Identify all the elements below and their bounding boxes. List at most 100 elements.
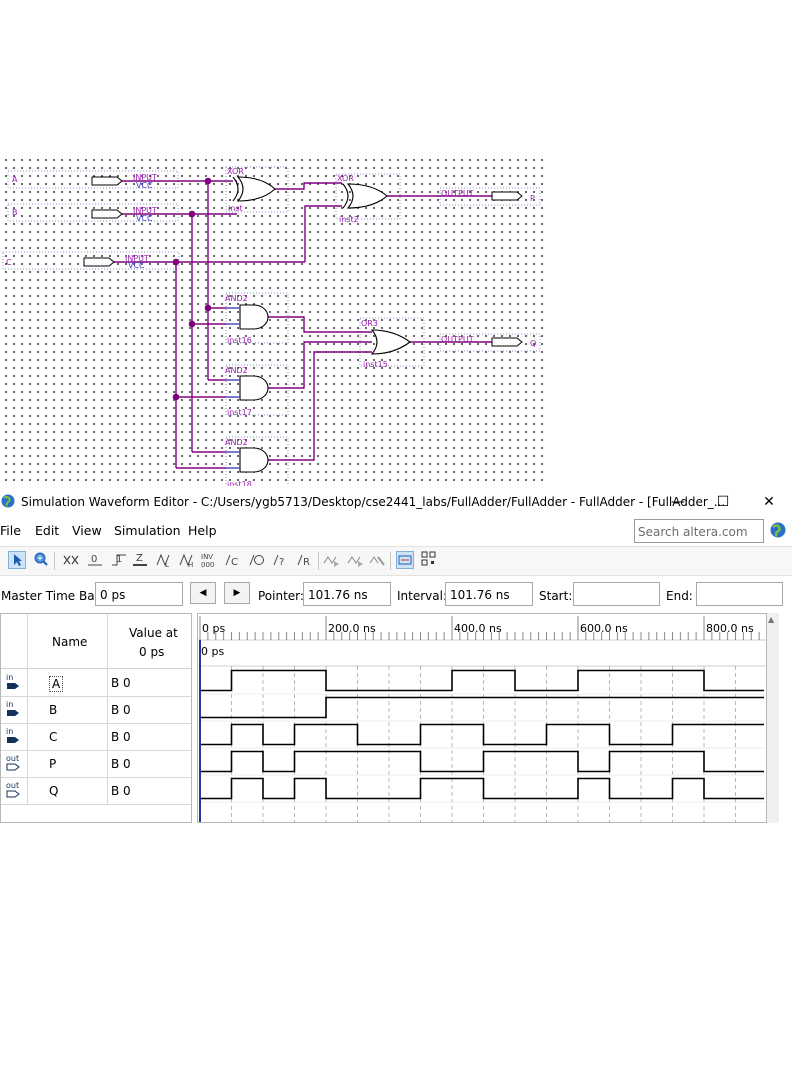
scroll-up-icon[interactable]: ▲ — [768, 615, 775, 624]
force-high-icon[interactable]: 1 — [110, 551, 128, 569]
pin-type-c: INPUT — [125, 254, 149, 263]
random-value-icon[interactable]: R — [296, 551, 314, 569]
gate-type-or3: OR3 — [361, 319, 378, 328]
time-bar-row: Master Time Bar: 0 ps ◀ ▶ Pointer: 101.7… — [0, 580, 792, 610]
overwrite-clock-icon[interactable] — [248, 551, 266, 569]
pin-bounding-boxes — [2, 166, 541, 486]
value-column-header[interactable]: Value at — [129, 626, 178, 640]
signal-name-p: P — [49, 757, 57, 771]
svg-text:0: 0 — [91, 554, 97, 565]
interval-value: 101.76 ns — [450, 588, 510, 602]
snap-to-grid-icon[interactable] — [396, 551, 414, 569]
pin-label-q: Q — [530, 339, 536, 348]
time-label: 200.0 ns — [328, 622, 376, 635]
next-transition-button[interactable]: ▶ — [224, 582, 250, 604]
pin-type-a: INPUT — [133, 173, 157, 182]
gate-inst-or3: inst15 — [363, 360, 388, 369]
gate-type-and1: AND2 — [225, 294, 248, 303]
master-time-bar-label: Master Time Bar: — [1, 589, 104, 603]
zoom-tool-icon[interactable] — [32, 551, 50, 569]
weak-low-icon[interactable]: L — [155, 551, 173, 569]
gate-inst-and2: inst17 — [227, 408, 252, 417]
menu-edit[interactable]: Edit — [35, 523, 60, 538]
arbitrary-value-icon[interactable]: ? — [272, 551, 290, 569]
gate-inst-and1: inst16 — [227, 336, 252, 345]
menu-help[interactable]: Help — [188, 523, 217, 538]
high-impedance-icon[interactable]: Z — [131, 551, 149, 569]
pin-type-p: OUTPUT — [441, 189, 474, 198]
vertical-scrollbar[interactable]: ▲ — [767, 613, 779, 823]
app-globe-icon — [1, 494, 15, 508]
signal-name-a: A — [49, 676, 64, 692]
force-low-icon[interactable]: 0 — [86, 551, 104, 569]
waveform-trace-q[interactable] — [200, 777, 764, 800]
pin-type-q: OUTPUT — [441, 335, 474, 344]
signal-row-b[interactable]: in B B 0 — [1, 696, 191, 724]
column-divider — [107, 614, 108, 804]
search-input[interactable]: Search altera.com — [634, 519, 764, 543]
signal-row-a[interactable]: in A B 0 — [1, 669, 191, 697]
menu-file[interactable]: File — [0, 523, 21, 538]
time-label: 0 ps — [202, 622, 225, 635]
waveform-trace-c[interactable] — [200, 723, 764, 746]
signal-row-p[interactable]: out P B 0 — [1, 750, 191, 778]
pointer-field[interactable]: 101.76 ns — [303, 582, 391, 606]
signal-value-c: B 0 — [111, 730, 131, 744]
interval-field[interactable]: 101.76 ns — [445, 582, 533, 606]
signal-row-q[interactable]: out Q B 0 — [1, 777, 191, 805]
start-field[interactable] — [573, 582, 660, 606]
grouping-icon[interactable] — [420, 551, 438, 569]
input-pin-icon: in — [6, 673, 19, 689]
svg-text:1: 1 — [116, 554, 122, 565]
menu-simulation[interactable]: Simulation — [114, 523, 181, 538]
pin-sub-a: VCC — [136, 181, 153, 190]
window-title: Simulation Waveform Editor - C:/Users/yg… — [21, 495, 726, 509]
master-time-bar-field[interactable]: 0 ps — [95, 582, 183, 606]
end-field[interactable] — [696, 582, 783, 606]
weak-high-icon[interactable]: H — [178, 551, 196, 569]
value-column-time: 0 ps — [139, 645, 165, 659]
wires — [114, 180, 492, 469]
maximize-button[interactable]: ☐ — [716, 494, 730, 510]
search-placeholder: Search altera.com — [638, 525, 748, 539]
waveform-trace-b[interactable] — [200, 696, 764, 719]
menu-view[interactable]: View — [72, 523, 102, 538]
unknown-value-icon[interactable] — [62, 551, 80, 569]
signal-list-header: Name Value at 0 ps — [1, 614, 191, 669]
signal-name-b: B — [49, 703, 58, 717]
signal-row-c[interactable]: in C B 0 — [1, 723, 191, 751]
schematic-diagram: A B C INPUT VCC INPUT VCC INPUT VCC OUTP… — [2, 166, 541, 486]
count-value-icon[interactable]: C — [224, 551, 242, 569]
signal-list-panel: Name Value at 0 ps in A B 0 in B B 0 in … — [0, 613, 192, 823]
prev-transition-button[interactable]: ◀ — [190, 582, 216, 604]
gate-input-stubs — [226, 307, 240, 469]
svg-text:H: H — [188, 561, 193, 569]
generate-netlist-icon[interactable] — [368, 551, 386, 569]
name-column-header[interactable]: Name — [52, 635, 88, 649]
run-functional-simulation-icon[interactable] — [322, 551, 340, 569]
gate-type-and3: AND2 — [225, 438, 248, 447]
svg-text:INV: INV — [201, 553, 213, 561]
input-pin-shapes — [83, 176, 523, 347]
window-titlebar[interactable]: Simulation Waveform Editor - C:/Users/yg… — [0, 490, 792, 514]
waveform-trace-p[interactable] — [200, 750, 764, 773]
svg-text:C: C — [231, 557, 238, 568]
minimize-button[interactable]: — — [671, 494, 685, 510]
selection-tool-icon[interactable] — [8, 551, 26, 569]
signal-dir-q: out — [6, 781, 19, 790]
pin-label-a: A — [12, 175, 18, 184]
svg-text:Z: Z — [136, 553, 143, 564]
start-label: Start: — [539, 589, 573, 603]
close-button[interactable]: ✕ — [763, 494, 775, 510]
pointer-label: Pointer: — [258, 589, 304, 603]
waveform-trace-a[interactable] — [200, 669, 764, 692]
interval-label: Interval: — [397, 589, 447, 603]
schematic-canvas[interactable]: A B C INPUT VCC INPUT VCC INPUT VCC OUTP… — [0, 154, 548, 486]
svg-text:?: ? — [279, 557, 284, 568]
output-pin-icon: out — [6, 781, 20, 798]
globe-icon[interactable] — [770, 522, 786, 538]
run-timing-simulation-icon[interactable] — [346, 551, 364, 569]
